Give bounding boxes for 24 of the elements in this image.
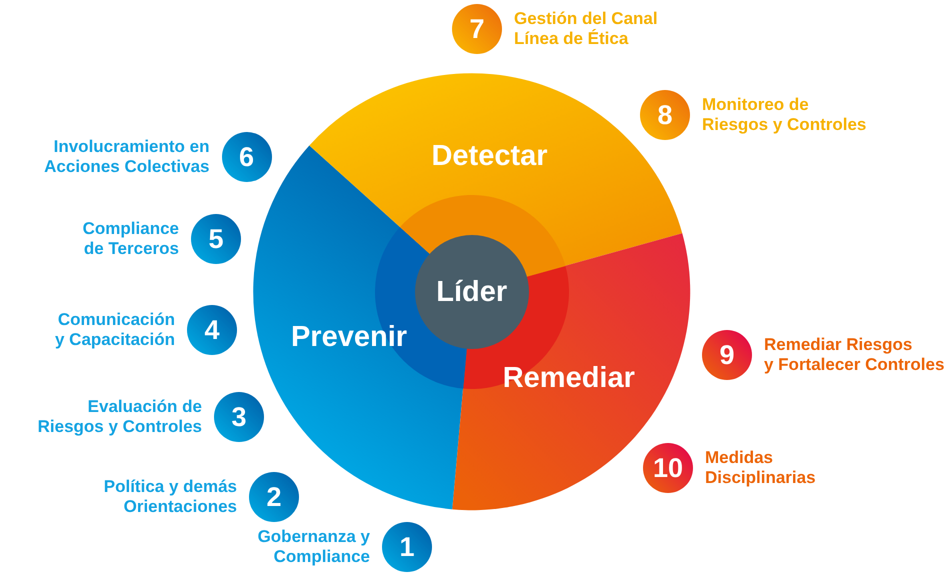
segment-title: Prevenir <box>290 322 408 352</box>
step-label: Evaluación de Riesgos y Controles <box>38 397 202 437</box>
step-label: Comunicación y Capacitación <box>55 310 175 350</box>
step-label: Remediar Riesgos y Fortalecer Controles <box>764 335 944 375</box>
step-label: Medidas Disciplinarias <box>705 448 816 488</box>
step-number: 5 <box>191 214 241 264</box>
step-label: Gobernanza y Compliance <box>258 527 370 567</box>
step-number: 4 <box>187 305 237 355</box>
step-number: 10 <box>643 443 693 493</box>
segment-title: Remediar <box>502 363 635 393</box>
step-number: 6 <box>222 132 272 182</box>
center-label: Líder <box>436 276 508 307</box>
step-number: 3 <box>214 392 264 442</box>
step-label: Involucramiento en Acciones Colectivas <box>44 137 210 177</box>
step-number: 1 <box>382 522 432 572</box>
step-label: Compliance de Terceros <box>82 219 179 259</box>
step-label: Monitoreo de Riesgos y Controles <box>702 95 866 135</box>
step-label: Gestión del Canal Línea de Ética <box>514 9 658 49</box>
step-number: 2 <box>249 472 299 522</box>
step-label: Política y demás Orientaciones <box>104 477 237 517</box>
segment-title: Detectar <box>431 140 548 170</box>
step-number: 7 <box>452 4 502 54</box>
step-number: 8 <box>640 90 690 140</box>
step-number: 9 <box>702 330 752 380</box>
